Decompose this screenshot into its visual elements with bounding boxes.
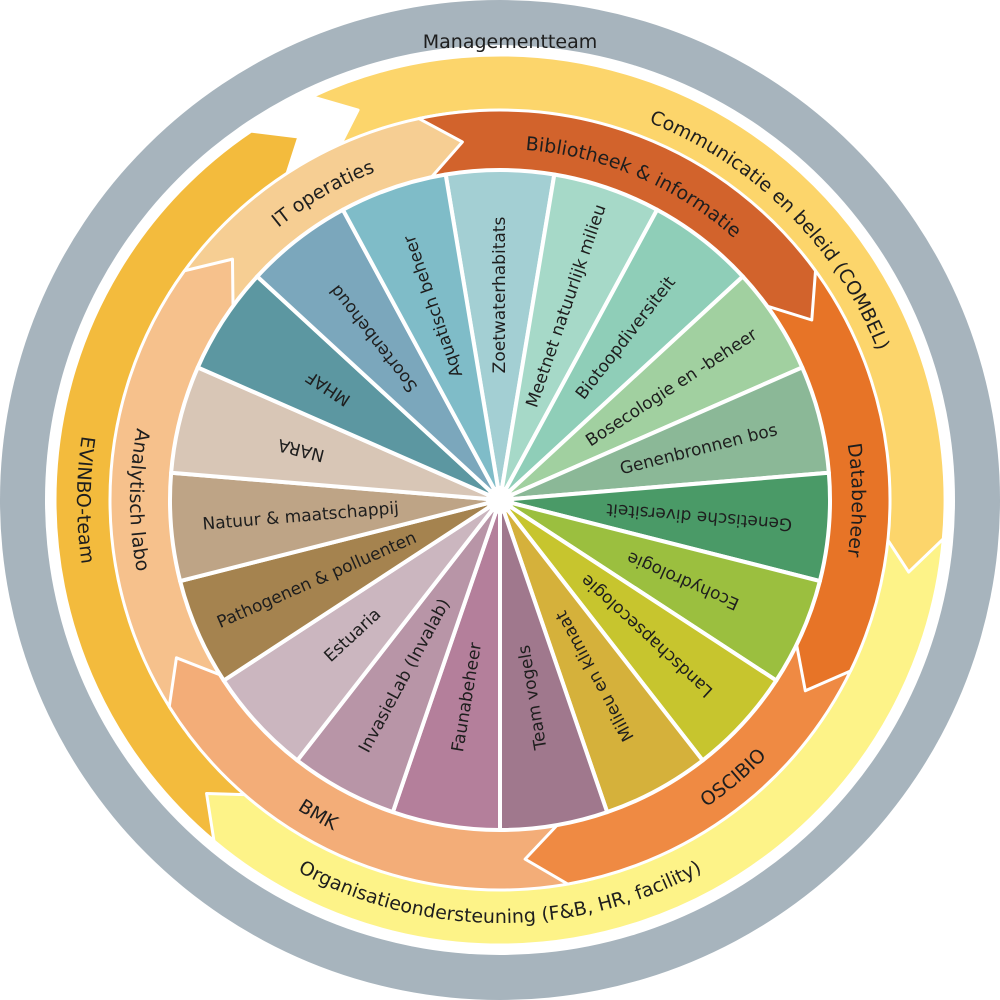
management-ring-label: Managementteam bbox=[423, 31, 597, 53]
wheel-segment-label: Zoetwaterhabitats bbox=[490, 217, 510, 374]
wheel-segment bbox=[340, 172, 502, 502]
wheel-hub bbox=[486, 486, 514, 514]
